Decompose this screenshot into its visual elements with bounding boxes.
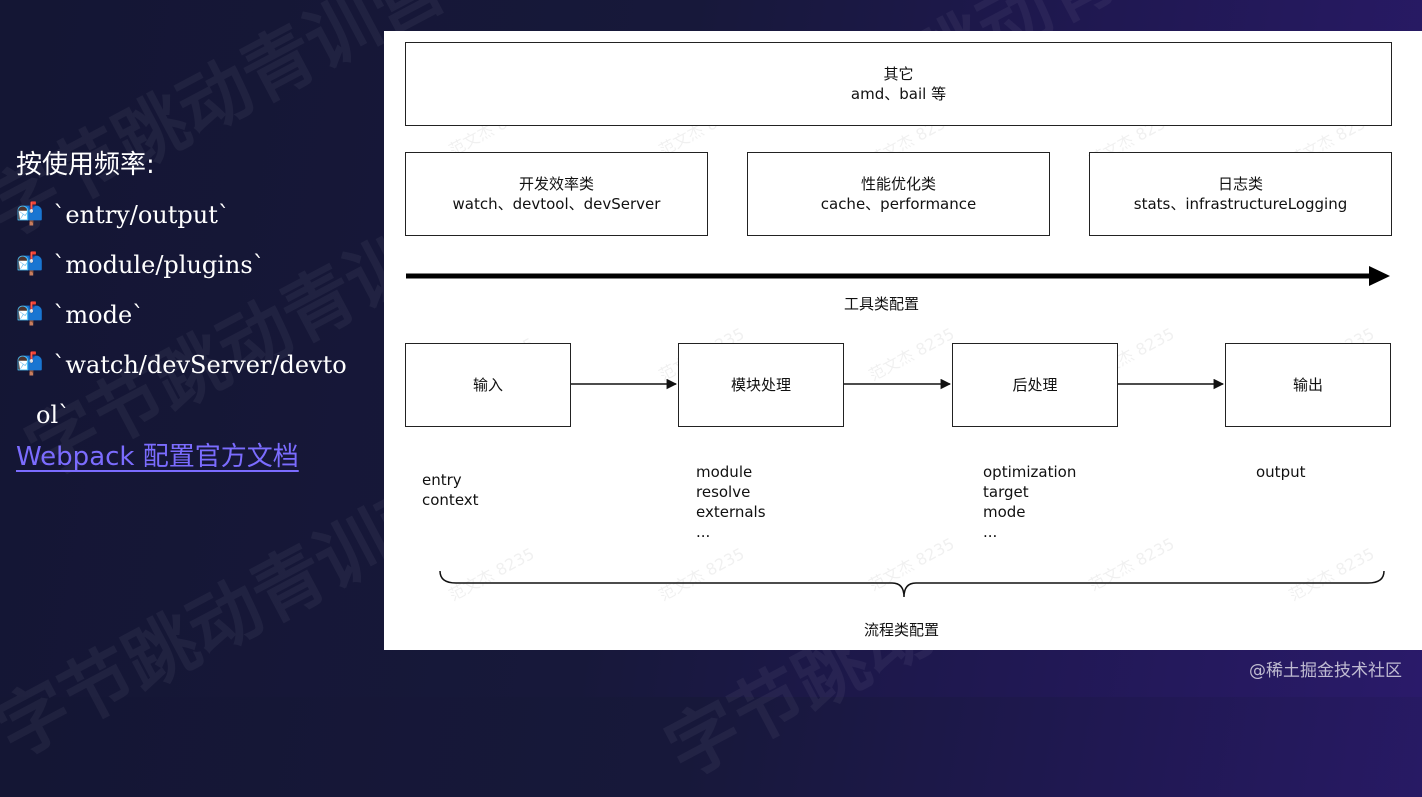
option-text: target bbox=[983, 483, 1029, 501]
box-title: 开发效率类 bbox=[518, 175, 594, 193]
frequency-heading: 按使用频率: bbox=[16, 150, 155, 180]
webpack-docs-link[interactable]: Webpack 配置官方文档 bbox=[16, 442, 299, 472]
list-item-text: `entry/output` bbox=[53, 201, 230, 229]
option-text: resolve bbox=[696, 483, 751, 501]
other-config-box: 其它 amd、bail 等 bbox=[405, 42, 1392, 126]
box-title: 日志类 bbox=[1217, 175, 1263, 193]
option-text: ... bbox=[983, 523, 998, 541]
mailbox-icon: 📬 bbox=[16, 302, 44, 327]
tool-axis-arrowhead bbox=[1369, 266, 1390, 286]
config-diagram: 范文杰 8235 范文杰 8235 范文杰 8235 范文杰 8235 范文杰 … bbox=[384, 31, 1422, 650]
list-item-text: `watch/devServer/devto bbox=[53, 351, 347, 379]
box-title: 输入 bbox=[472, 376, 503, 394]
option-text: output bbox=[1256, 463, 1306, 481]
option-text: context bbox=[422, 491, 479, 509]
box-title: 其它 bbox=[883, 65, 914, 83]
option-text: optimization bbox=[983, 463, 1077, 481]
box-title: 模块处理 bbox=[730, 376, 791, 394]
tool-config-box: 日志类 stats、infrastructureLogging bbox=[1089, 152, 1392, 236]
option-text: externals bbox=[696, 503, 766, 521]
tool-config-box: 开发效率类 watch、devtool、devServer bbox=[405, 152, 708, 236]
flow-step-box: 模块处理 bbox=[678, 343, 844, 427]
flow-step-options: entry context bbox=[422, 470, 479, 510]
box-title: 后处理 bbox=[1012, 376, 1058, 394]
list-item: 📬 `mode` bbox=[16, 290, 386, 340]
diagram-connectors bbox=[406, 266, 1390, 598]
flow-step-box: 后处理 bbox=[952, 343, 1118, 427]
mailbox-icon: 📬 bbox=[16, 352, 44, 377]
flow-step-box: 输入 bbox=[405, 343, 571, 427]
option-text: module bbox=[696, 463, 753, 481]
list-item-text: `module/plugins` bbox=[53, 251, 265, 279]
list-item: 📬 `watch/devServer/devto bbox=[16, 340, 386, 390]
list-item: 📬 `entry/output` bbox=[16, 190, 386, 240]
option-text: entry bbox=[422, 471, 462, 489]
flow-step-box: 输出 bbox=[1225, 343, 1391, 427]
tool-config-box: 性能优化类 cache、performance bbox=[747, 152, 1050, 236]
list-item-wrap-text: ol` bbox=[36, 401, 71, 429]
flow-config-label: 流程类配置 bbox=[864, 621, 940, 639]
flow-step-options: module resolve externals ... bbox=[696, 462, 766, 542]
option-text: mode bbox=[983, 503, 1026, 521]
box-subtitle: amd、bail 等 bbox=[850, 85, 947, 103]
list-item: 📬 `module/plugins` bbox=[16, 240, 386, 290]
flow-step-options: output bbox=[1256, 462, 1305, 482]
box-title: 输出 bbox=[1292, 376, 1323, 394]
flow-brace bbox=[439, 570, 1385, 598]
box-subtitle: cache、performance bbox=[820, 195, 977, 213]
list-item-text: `mode` bbox=[53, 301, 145, 329]
box-subtitle: watch、devtool、devServer bbox=[452, 195, 661, 213]
box-title: 性能优化类 bbox=[860, 175, 936, 193]
box-subtitle: stats、infrastructureLogging bbox=[1133, 195, 1348, 213]
left-text-panel: 按使用频率: 📬 `entry/output` 📬 `module/plugin… bbox=[16, 140, 386, 474]
mailbox-icon: 📬 bbox=[16, 252, 44, 277]
tool-config-label: 工具类配置 bbox=[844, 295, 920, 313]
juejin-watermark: @稀土掘金技术社区 bbox=[1249, 661, 1402, 681]
flow-step-options: optimization target mode ... bbox=[983, 462, 1076, 542]
option-text: ... bbox=[696, 523, 711, 541]
mailbox-icon: 📬 bbox=[16, 202, 44, 227]
